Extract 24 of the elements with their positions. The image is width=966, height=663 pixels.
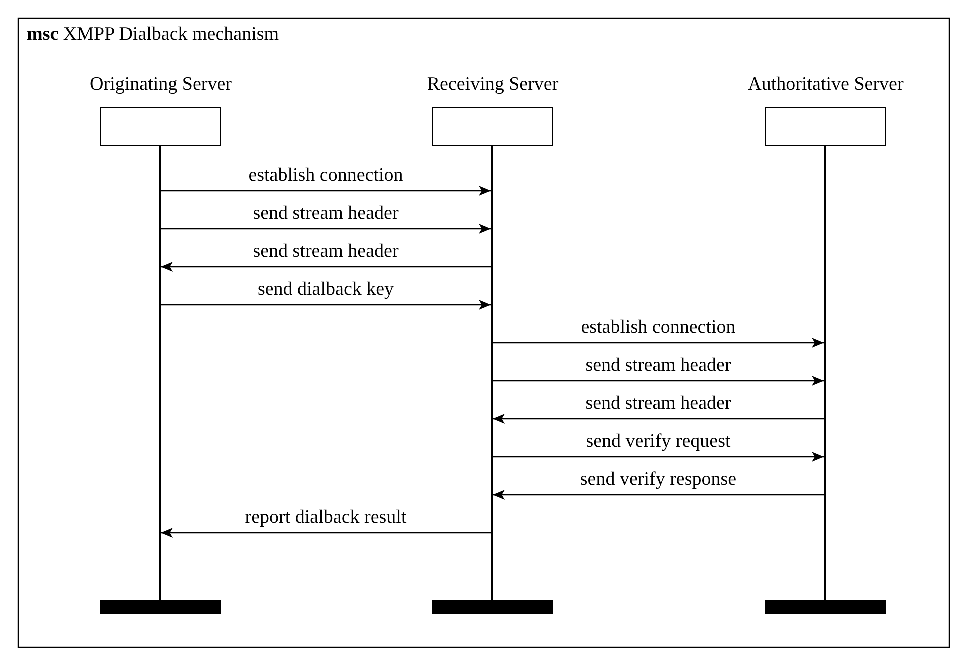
instance-name: Receiving Server: [427, 74, 559, 96]
message-label: send verify response: [578, 470, 739, 490]
message-arrow: [161, 528, 491, 538]
message-arrow: [493, 452, 824, 462]
lifeline: [159, 146, 161, 600]
lifeline: [824, 146, 826, 600]
message-arrow: [161, 262, 491, 272]
message-arrow: [161, 300, 491, 310]
instance-name: Authoritative Server: [748, 74, 904, 96]
instance-end-bar: [100, 600, 220, 614]
message-label: send verify request: [584, 432, 733, 452]
message-arrow: [493, 376, 824, 386]
message-arrow: [493, 414, 824, 424]
lifeline: [491, 146, 493, 600]
instance-end-bar: [432, 600, 552, 614]
message-arrow: [493, 338, 824, 348]
message-arrow: [161, 224, 491, 234]
message-label: report dialback result: [243, 508, 409, 528]
message-label: send dialback key: [256, 280, 396, 300]
message-arrow: [493, 490, 824, 500]
message-arrow: [161, 186, 491, 196]
instance-name: Originating Server: [90, 74, 232, 96]
diagram-title: msc XMPP Dialback mechanism: [27, 24, 280, 46]
instance-end-bar: [764, 600, 886, 614]
